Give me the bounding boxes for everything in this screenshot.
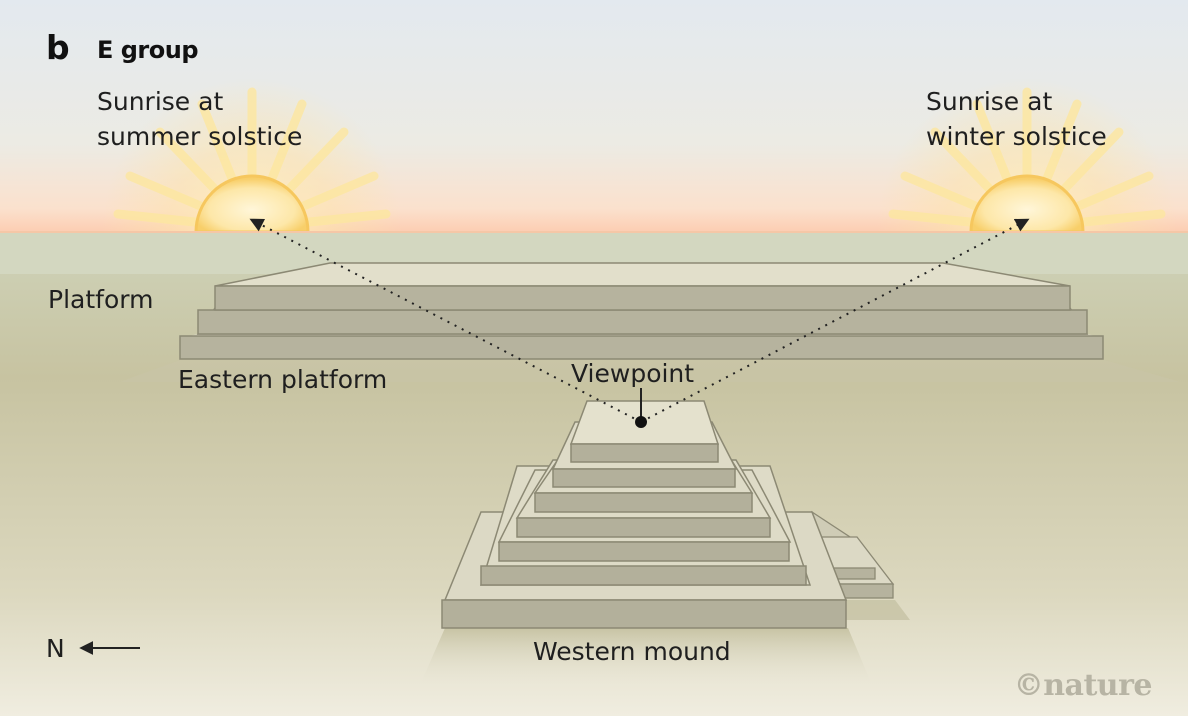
sightlines	[249, 218, 1030, 423]
summer-sunrise-label-line1: Sunrise at	[97, 87, 224, 116]
winter-sunrise-label-line1: Sunrise at	[926, 87, 1053, 116]
western-mound	[420, 400, 910, 685]
winter-sunrise-label: Sunrise at winter solstice	[926, 84, 1107, 154]
north-label: N	[46, 634, 65, 663]
viewpoint-label: Viewpoint	[571, 359, 695, 388]
summer-sightline	[249, 218, 642, 423]
nature-credit: ©nature	[1013, 668, 1153, 703]
winter-sightline	[640, 218, 1030, 423]
panel-title: E group	[97, 36, 199, 64]
western-mound-label: Western mound	[533, 637, 731, 666]
eastern-platform	[120, 262, 1180, 382]
winter-sunrise-label-line2: winter solstice	[926, 122, 1107, 151]
viewpoint-marker	[635, 388, 647, 428]
panel-letter: b	[46, 28, 70, 67]
eastern-platform-label: Eastern platform	[178, 365, 388, 394]
platform-label: Platform	[48, 285, 154, 314]
summer-sunrise-label-line2: summer solstice	[97, 122, 303, 151]
summer-sunrise-label: Sunrise at summer solstice	[97, 84, 302, 154]
